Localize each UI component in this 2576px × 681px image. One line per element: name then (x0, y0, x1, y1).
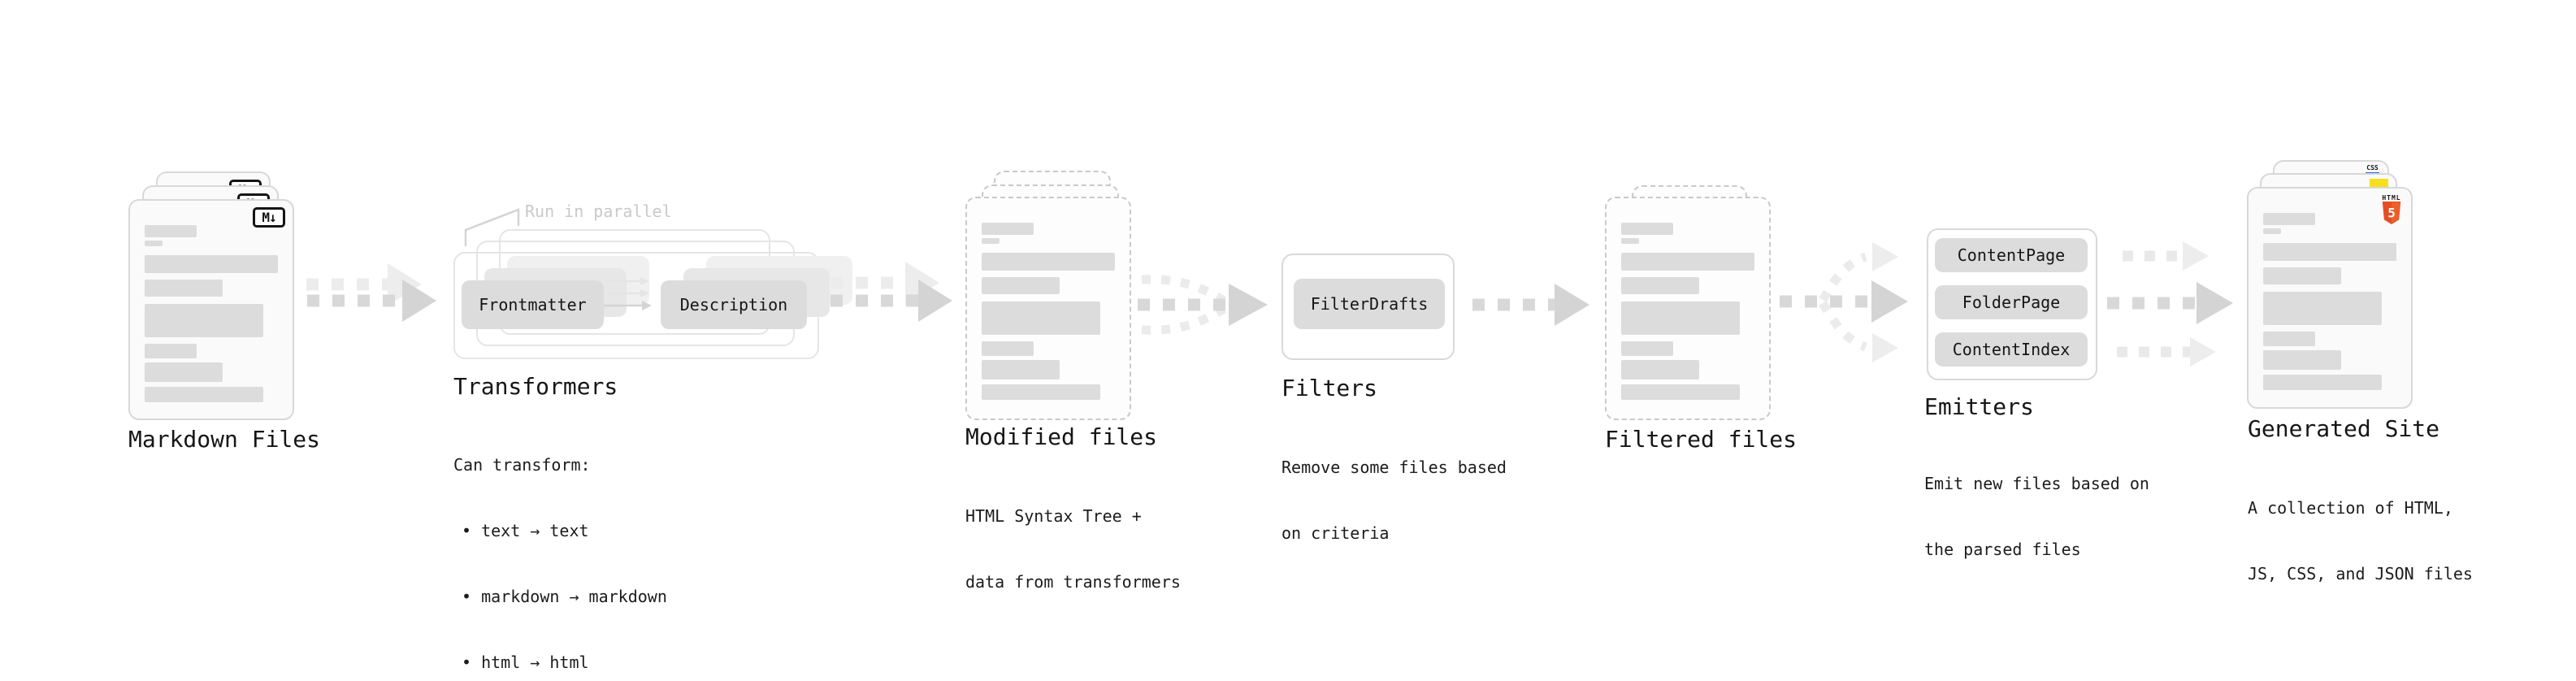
filters-desc-line: on criteria (1281, 523, 1390, 543)
placeholder-bar (145, 387, 263, 402)
emitters-description: Emit new files based on the parsed files (1924, 429, 2149, 605)
emitters-desc-line: Emit new files based on (1924, 474, 2149, 493)
css-icon-label: CSS (2366, 164, 2379, 171)
placeholder-bar (982, 223, 1034, 235)
filters-description: Remove some files based on criteria (1281, 413, 1507, 588)
placeholder-bar (145, 241, 163, 246)
generated-file-card-front: HTML 5 (2247, 187, 2413, 409)
placeholder-bar (982, 301, 1100, 335)
placeholder-bar (2263, 375, 2382, 390)
transformers-bullet: • markdown → markdown (462, 587, 667, 606)
placeholder-bar (982, 341, 1034, 356)
placeholder-bar (1621, 238, 1639, 244)
folderpage-pill: FolderPage (1935, 285, 2088, 319)
arrow-filtered-to-emitters (1780, 242, 1908, 362)
modified-file-card-front (965, 197, 1131, 420)
placeholder-bar (1621, 253, 1754, 271)
placeholder-bar (145, 225, 197, 237)
placeholder-bar (2263, 350, 2341, 370)
modified-files-label: Modified files (965, 423, 1158, 450)
markdown-icon: M↓ (253, 207, 285, 228)
placeholder-bar (145, 362, 223, 382)
emitters-desc-line: the parsed files (1924, 540, 2081, 559)
arrow-emitters-to-generated-bottom (2117, 337, 2216, 367)
placeholder-bar (982, 277, 1060, 294)
emitters-label: Emitters (1924, 393, 2034, 420)
transformers-description: Can transform: • text → text • markdown … (453, 410, 667, 681)
placeholder-bar (1621, 384, 1740, 400)
markdown-files-label: Markdown Files (128, 426, 321, 453)
transformers-bullet: • text → text (462, 521, 589, 540)
arrow-ghost-markdown-to-transformers (306, 263, 422, 306)
run-in-parallel-note: Run in parallel (525, 202, 672, 221)
placeholder-bar (1621, 223, 1673, 235)
arrow-modified-to-filters (1138, 275, 1268, 335)
arrow-filters-to-filtered (1472, 284, 1589, 326)
description-pill: Description (661, 280, 807, 329)
placeholder-bar (2263, 332, 2315, 346)
html5-icon-caption: HTML (2382, 194, 2401, 202)
generated-site-description: A collection of HTML, JS, CSS, and JSON … (2248, 453, 2473, 629)
placeholder-bar (145, 280, 223, 297)
arrow-markdown-to-transformers (307, 280, 436, 322)
placeholder-bar (2263, 292, 2382, 325)
placeholder-bar (982, 384, 1100, 400)
arrow-emitters-to-generated-top (2123, 241, 2209, 271)
modified-desc-line: data from transformers (965, 572, 1181, 592)
generated-desc-line: A collection of HTML, (2248, 498, 2453, 518)
placeholder-bar (982, 253, 1115, 271)
transformers-bullet: • html → html (462, 653, 589, 672)
transformers-label: Transformers (453, 373, 618, 400)
filters-desc-line: Remove some files based (1281, 458, 1507, 477)
placeholder-bar (1621, 360, 1699, 380)
modified-desc-line: HTML Syntax Tree + (965, 506, 1142, 526)
generated-site-label: Generated Site (2248, 415, 2440, 442)
filtered-file-card-front (1605, 197, 1771, 420)
placeholder-bar (2263, 228, 2281, 234)
filterdrafts-pill: FilterDrafts (1294, 279, 1445, 329)
html5-icon: HTML 5 (2380, 194, 2403, 228)
filters-label: Filters (1281, 375, 1378, 401)
placeholder-bar (1621, 341, 1673, 356)
contentpage-pill: ContentPage (1935, 238, 2088, 272)
generated-desc-line: JS, CSS, and JSON files (2248, 564, 2473, 583)
placeholder-bar (145, 304, 263, 337)
placeholder-bar (145, 344, 197, 358)
markdown-file-card-front: M↓ (128, 199, 294, 420)
placeholder-bar (2263, 267, 2341, 284)
placeholder-bar (1621, 277, 1699, 294)
placeholder-bar (2263, 243, 2396, 261)
transformers-desc-title: Can transform: (453, 455, 591, 475)
placeholder-bar (145, 255, 278, 273)
frontmatter-pill: Frontmatter (462, 280, 604, 329)
arrow-emitters-to-generated-middle (2107, 282, 2233, 324)
placeholder-bar (982, 360, 1060, 380)
placeholder-bar (2263, 213, 2315, 225)
html5-shield: 5 (2382, 202, 2401, 224)
contentindex-pill: ContentIndex (1935, 332, 2088, 367)
filtered-files-label: Filtered files (1605, 426, 1798, 453)
placeholder-bar (1621, 301, 1740, 335)
placeholder-bar (982, 238, 1000, 244)
svg-text:5: 5 (2387, 206, 2396, 221)
modified-files-description: HTML Syntax Tree + data from transformer… (965, 462, 1181, 637)
